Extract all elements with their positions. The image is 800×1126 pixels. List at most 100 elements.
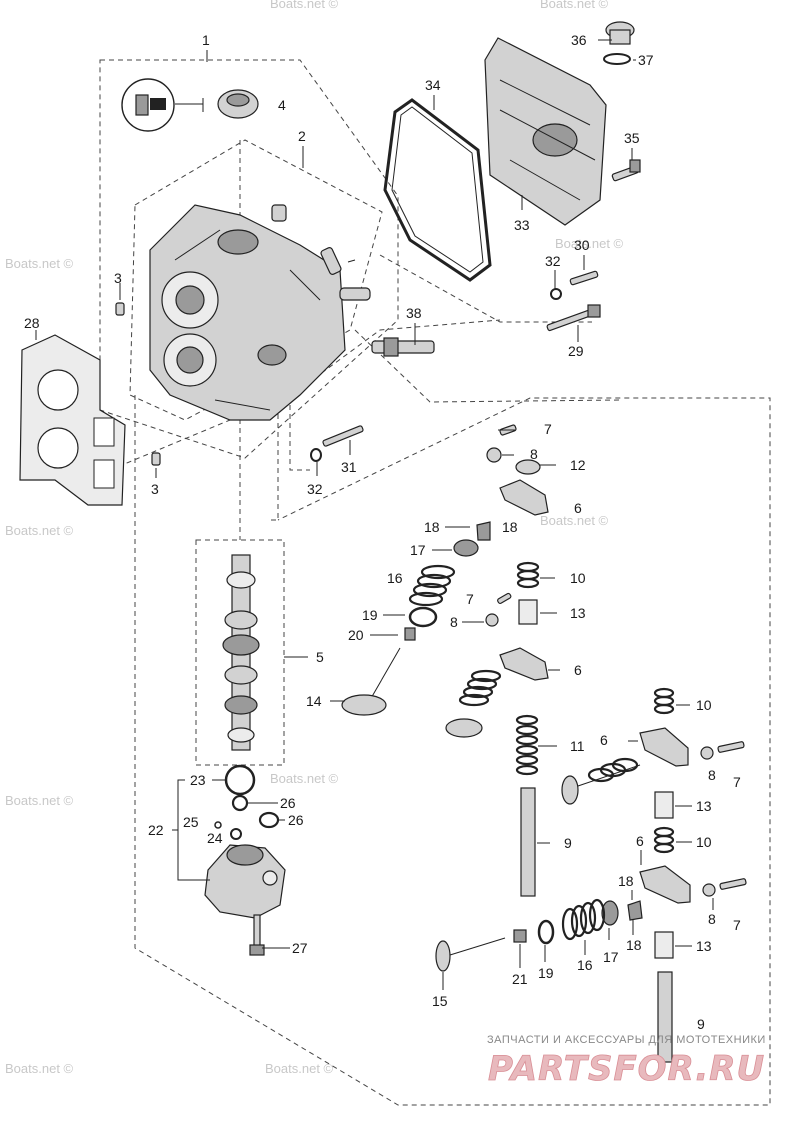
washer-32 (550, 288, 562, 300)
callout-5: 5 (316, 649, 324, 665)
cam-lobe (222, 634, 260, 656)
callout-7: 7 (544, 421, 552, 437)
callout-17: 17 (410, 542, 426, 558)
callout-4: 4 (278, 97, 286, 113)
callout-13: 13 (696, 938, 712, 954)
spring-retainer (453, 539, 479, 557)
o-ring-24 (230, 828, 242, 840)
callout-22: 22 (148, 822, 164, 838)
adjust-screw (497, 592, 512, 604)
watermark-text: Boats.net © (540, 513, 609, 528)
spark-plug (371, 323, 435, 357)
callout-32: 32 (307, 481, 323, 497)
callout-9: 9 (564, 835, 572, 851)
watermarks: Boats.net © Boats.net © Boats.net © Boat… (5, 0, 624, 1076)
bolt-head (587, 304, 601, 318)
cam-journal (226, 571, 256, 589)
bolt-31 (322, 425, 364, 447)
gasket-bore (37, 369, 79, 411)
callout-27: 27 (292, 940, 308, 956)
valve-stem-seal (404, 627, 416, 641)
cover-gasket (383, 98, 492, 282)
callout-36: 36 (571, 32, 587, 48)
callout-38: 38 (406, 305, 422, 321)
callout-12: 12 (570, 457, 586, 473)
exhaust-valve-head (435, 940, 451, 972)
spring-seat (537, 919, 555, 945)
callout-37: 37 (638, 52, 654, 68)
washer-32 (310, 448, 322, 462)
outline-valvetrain (134, 395, 771, 1106)
leader-line (347, 259, 356, 263)
oil-cap-stem (609, 29, 631, 45)
brand-caption: ЗАПЧАСТИ И АКСЕССУАРЫ ДЛЯ МОТОТЕХНИКИ (487, 1034, 766, 1046)
pushrod (657, 971, 673, 1063)
gasket-bore (37, 427, 79, 469)
callout-1: 1 (202, 32, 210, 48)
head-boss (257, 344, 287, 366)
o-ring (603, 53, 631, 65)
valve-train (341, 424, 747, 1063)
callout-10: 10 (570, 570, 586, 586)
bolt-30 (569, 270, 599, 286)
callout-15: 15 (432, 993, 448, 1009)
lock-nut (485, 613, 499, 627)
watermark-text: Boats.net © (5, 1061, 74, 1076)
brand-logo: PARTSFOR.RU (488, 1049, 765, 1089)
callout-30: 30 (574, 237, 590, 253)
leader-lines (35, 39, 714, 990)
callout-6: 6 (574, 500, 582, 516)
outline-assembly-2 (129, 139, 383, 421)
watermark-text: Boats.net © (5, 793, 74, 808)
oil-pump-port (226, 844, 264, 866)
callout-7: 7 (733, 774, 741, 790)
brand-watermark: ЗАПЧАСТИ И АКСЕССУАРЫ ДЛЯ МОТОТЕХНИКИ PA… (487, 1034, 766, 1089)
callout-28: 28 (24, 315, 40, 331)
callout-16: 16 (577, 957, 593, 973)
valve-guide (339, 287, 371, 301)
spark-plug-body (371, 340, 435, 354)
callout-13: 13 (570, 605, 586, 621)
callout-7: 7 (733, 917, 741, 933)
callout-7: 7 (466, 591, 474, 607)
oil-pump (172, 764, 286, 956)
pushrod (520, 787, 536, 897)
watermark-text: Boats.net © (270, 0, 339, 11)
callout-13: 13 (696, 798, 712, 814)
watermark-text: Boats.net © (265, 1061, 334, 1076)
o-ring-26 (258, 811, 280, 829)
callout-18: 18 (626, 937, 642, 953)
oil-seal-bore (226, 93, 250, 107)
spring-seat (408, 606, 438, 628)
callout-25: 25 (183, 814, 199, 830)
valve-spring (587, 757, 639, 783)
pushrod-spring (515, 714, 539, 776)
callout-3: 3 (114, 270, 122, 286)
callout-8: 8 (708, 911, 716, 927)
rocker-arm (499, 479, 549, 516)
callout-31: 31 (341, 459, 357, 475)
rocker-spring (653, 826, 675, 854)
callout-8: 8 (708, 767, 716, 783)
spring-retainer (601, 900, 619, 926)
valve-stem (449, 937, 506, 956)
chamber-port (175, 285, 205, 315)
cam-journal (227, 727, 255, 743)
watermark-text: Boats.net © (270, 771, 339, 786)
oil-filler-hole (532, 123, 578, 157)
valve-stem (369, 647, 401, 701)
callout-17: 17 (603, 949, 619, 965)
cam-lobe (224, 695, 258, 715)
valve-collet (627, 900, 643, 921)
callout-26: 26 (280, 795, 296, 811)
callout-6: 6 (600, 732, 608, 748)
callout-20: 20 (348, 627, 364, 643)
sealant-tube-icon (135, 94, 149, 116)
callout-29: 29 (568, 343, 584, 359)
valve-spring (561, 898, 606, 941)
callout-8: 8 (450, 614, 458, 630)
rocker-spring (516, 561, 540, 589)
lock-nut (700, 746, 714, 760)
callout-18: 18 (502, 519, 518, 535)
callout-19: 19 (362, 607, 378, 623)
